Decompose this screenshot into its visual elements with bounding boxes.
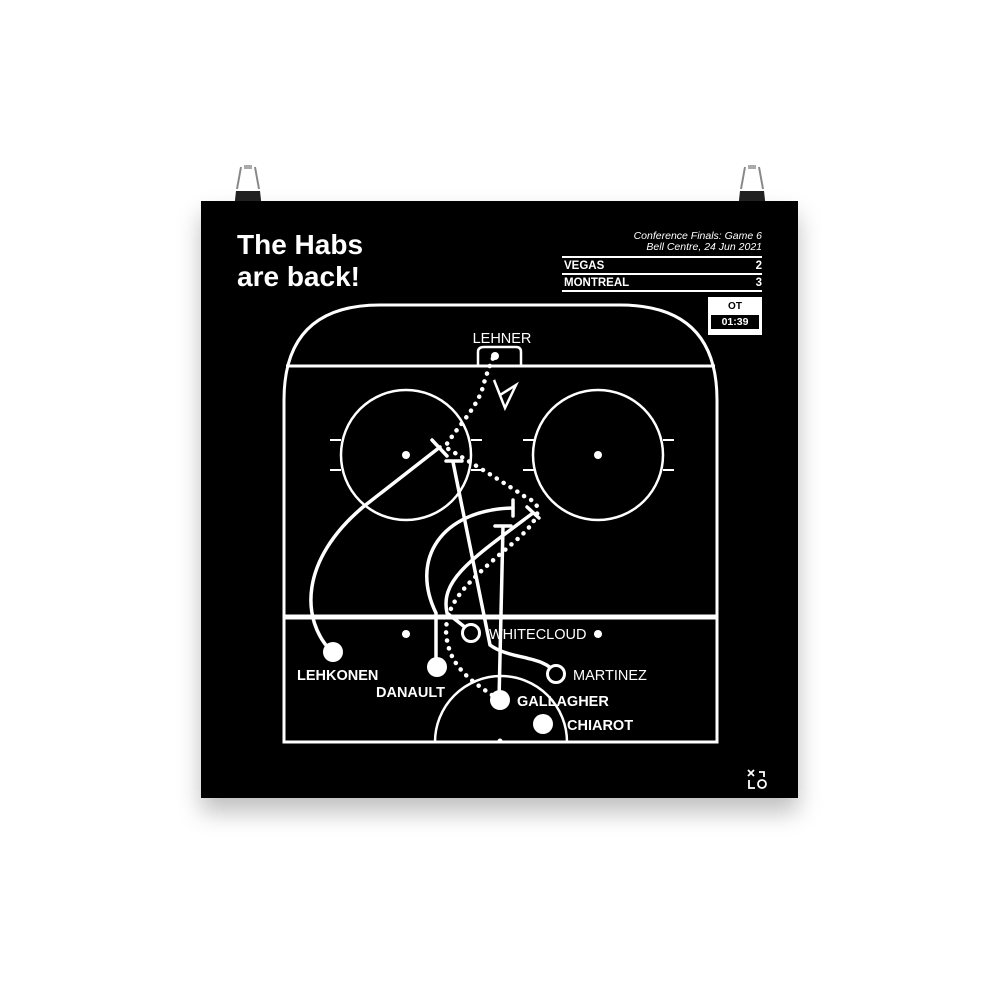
player-label-gallagher: GALLAGHER bbox=[517, 694, 609, 710]
danault-marker bbox=[427, 657, 447, 677]
lehkonen-path bbox=[309, 445, 442, 654]
player-label-lehner: LEHNER bbox=[473, 331, 532, 347]
score-row: MONTREAL 3 bbox=[562, 273, 762, 292]
gallagher-marker bbox=[490, 690, 510, 710]
gallagher-path bbox=[497, 525, 505, 702]
goalie-marker bbox=[491, 352, 499, 360]
chiarot-marker bbox=[533, 714, 553, 734]
game-clock: OT 01:39 bbox=[708, 297, 762, 335]
score-row: VEGAS 2 bbox=[562, 256, 762, 273]
team-name: MONTREAL bbox=[564, 277, 630, 289]
martinez-marker bbox=[546, 664, 566, 684]
lehkonen-marker bbox=[323, 642, 343, 662]
title-line-1: The Habs bbox=[237, 229, 364, 260]
venue-date: Bell Centre, 24 Jun 2021 bbox=[646, 241, 762, 253]
team-score: 2 bbox=[755, 260, 762, 272]
whitecloud-marker bbox=[461, 623, 481, 643]
team-score: 3 bbox=[755, 277, 762, 289]
brand-logo-icon bbox=[747, 769, 767, 789]
title-line-2: are back! bbox=[237, 261, 360, 292]
player-label-lehkonen: LEHKONEN bbox=[297, 668, 378, 684]
player-label-chiarot: CHIAROT bbox=[567, 718, 633, 734]
period-label: OT bbox=[728, 301, 742, 312]
team-name: VEGAS bbox=[564, 260, 605, 272]
whitecloud-path bbox=[444, 511, 535, 630]
goalie-path bbox=[492, 379, 519, 412]
game-info: Conference Finals: Game 6 Bell Centre, 2… bbox=[562, 231, 762, 253]
rink-diagram: LEHNER WHITECLOUD MARTINEZ LEHKONEN DANA… bbox=[282, 303, 719, 744]
danault-path bbox=[425, 506, 515, 667]
rink-boards bbox=[282, 303, 719, 744]
goal-crease bbox=[476, 345, 523, 366]
player-label-martinez: MARTINEZ bbox=[573, 668, 647, 684]
game-label: Conference Finals: Game 6 bbox=[633, 230, 762, 242]
player-label-whitecloud: WHITECLOUD bbox=[489, 627, 586, 643]
puck-path bbox=[441, 353, 540, 698]
poster: The Habs are back! Conference Finals: Ga… bbox=[201, 201, 798, 798]
player-label-danault: DANAULT bbox=[376, 685, 445, 701]
faceoff-circle-right bbox=[531, 388, 665, 522]
scoreboard: VEGAS 2 MONTREAL 3 bbox=[562, 256, 762, 292]
faceoff-circle-left bbox=[339, 388, 473, 522]
time-label: 01:39 bbox=[711, 315, 759, 329]
poster-title: The Habs are back! bbox=[237, 229, 363, 293]
